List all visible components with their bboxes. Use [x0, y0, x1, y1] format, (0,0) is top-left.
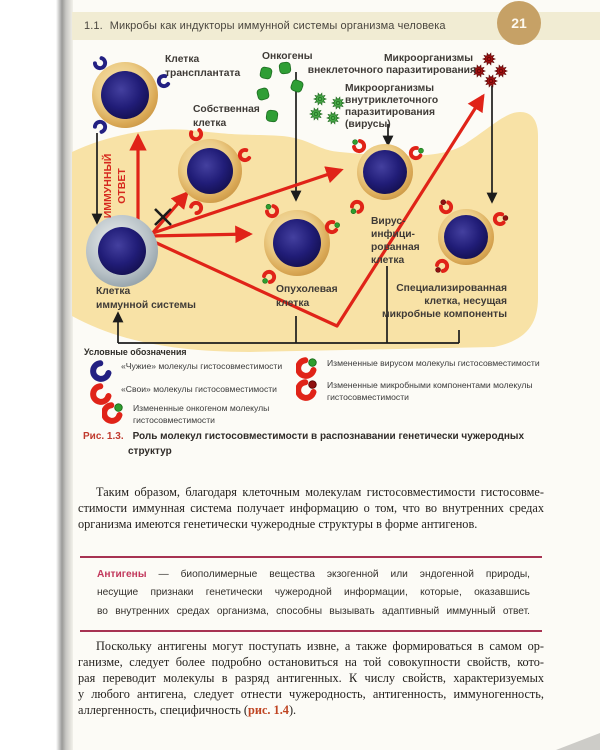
legend-item-oncogene-altered: Измененные онкогеном молекулы гистосовме…: [102, 402, 269, 426]
chapter-header-text: 1.1. Микробы как индукторы иммунной систе…: [72, 20, 446, 32]
red-c-green-dot-icon: [102, 402, 124, 424]
tumor-cell-label: клетка: [276, 298, 309, 309]
legend-item-self: «Свои» молекулы гистосовместимости: [90, 383, 277, 405]
virus-infected-cell-label: Вирус-: [371, 216, 406, 227]
legend-label: Измененные онкогеном молекулы: [133, 403, 270, 413]
immune-system-cell: [86, 215, 158, 287]
transplant-cell-label: трансплантата: [165, 68, 241, 79]
ray-to-tumor-cell: [149, 225, 253, 244]
text-line: рая переводит молекулы в разряд антигенн…: [78, 671, 544, 686]
virus-infected-cell-label: инфици-: [371, 228, 416, 240]
caption-text: структур: [128, 446, 172, 457]
foreign-molecule-icon: [92, 55, 110, 73]
page-number-badge: 21: [497, 1, 541, 45]
feedback-bracket: [112, 266, 460, 344]
immune-cell-label: Клетка: [96, 286, 130, 297]
text-line: ганизме, следует более подробно останови…: [78, 655, 544, 670]
specialized-cell-label: Специализированная: [396, 283, 507, 294]
transplant-cell-label: Клетка: [165, 54, 199, 65]
page-number: 21: [511, 15, 527, 31]
immune-response-label: ИММУННЫЙ: [101, 154, 114, 219]
definition-text: во внутренних средах организма, способны…: [97, 605, 530, 617]
definition-text: — биополимерные вещества экзогенной или …: [146, 569, 530, 580]
intracellular-microbes-label: (вирусы): [345, 119, 391, 130]
definition-text: несущие признаки генетически чужеродной …: [97, 587, 530, 599]
red-c-darkred-dot-icon: [296, 379, 318, 401]
figure-caption: Рис. 1.3. Роль молекул гистосовместимости…: [83, 429, 553, 459]
legend-label: Измененные вирусом молекулы гистосовмест…: [327, 358, 540, 368]
legend-label: «Свои» молекулы гистосовместимости: [121, 384, 277, 394]
ray-to-extracellular-microbes: [149, 93, 485, 328]
no-response-x-mark: [154, 208, 172, 226]
text-fragment: ).: [288, 703, 297, 718]
immune-response-label: ОТВЕТ: [116, 168, 128, 204]
figure-1-3-diagram: Клетка трансплантата Собственная клетка …: [72, 51, 538, 352]
own-cell-label: клетка: [193, 118, 226, 129]
legend-item-virus-altered: Измененные вирусом молекулы гистосовмест…: [296, 357, 540, 379]
green-virus-icons: [309, 92, 345, 125]
tumor-cell-label: Опухолевая: [276, 284, 338, 295]
black-arrows: [91, 72, 498, 225]
ray-to-own-cell: [148, 190, 189, 238]
figure-number: Рис. 1.3.: [83, 431, 124, 442]
legend-title: Условные обозначения: [84, 347, 187, 357]
virus-infected-cell-label: клетка: [371, 255, 404, 266]
virus-altered-molecule-icon: [350, 137, 367, 154]
own-cell-label: Собственная: [193, 103, 260, 115]
extracellular-microbes-label: внеклеточного паразитирования: [308, 65, 476, 76]
tumor-cell: [264, 210, 330, 276]
caption-text: Роль молекул гистосовместимости в распоз…: [132, 431, 525, 442]
red-c-green-dot-icon: [296, 357, 318, 379]
text-line: у любого антигена, следует отнести чужер…: [78, 687, 544, 702]
section-number: 1.1.: [84, 20, 103, 32]
book-binding-edge: [53, 0, 73, 750]
foreign-molecule-icon: [92, 117, 110, 135]
ray-to-virus-cell: [149, 166, 344, 236]
virus-infected-cell-label: рованная: [371, 242, 420, 253]
text-line: аллергенность, специфичность (рис. 1.4).: [78, 702, 544, 718]
body-paragraph-1: Таким образом, благодаря клеточным молек…: [78, 484, 544, 532]
definition-term: Антигены: [97, 569, 147, 580]
text-line: организма имеются генетически чужеродные…: [78, 517, 478, 532]
legend-item-microbe-altered: Измененные микробными компонентами молек…: [296, 379, 533, 403]
antigen-definition-box: Антигены — биополимерные вещества экзоге…: [80, 556, 542, 633]
text-line: стимости иммунная система получает инфор…: [78, 501, 544, 516]
intracellular-microbes-label: Микроорганизмы: [345, 83, 434, 94]
own-cell: [178, 139, 242, 203]
oncogenes-label: Онкогены: [262, 51, 313, 62]
oncogene-icons: [255, 61, 305, 123]
dark-red-microbe-icons: [472, 52, 508, 88]
text-fragment: аллергенность, специфичность (: [78, 703, 249, 718]
intracellular-microbes-label: паразитирования: [345, 107, 435, 118]
legend-label: «Чужие» молекулы гистосовместимости: [121, 361, 283, 371]
intracellular-microbes-label: внутриклеточного: [345, 95, 438, 106]
immune-cell-label: иммунной системы: [96, 300, 196, 311]
text-line: Таким образом, благодаря клеточным молек…: [96, 485, 544, 499]
blue-c-molecule-icon: [90, 360, 112, 382]
transplant-cell: [92, 62, 158, 128]
legend-label: гистосовместимости: [327, 392, 409, 402]
text-line: Поскольку антигены могут поступать извне…: [96, 639, 544, 653]
extracellular-microbes-label: Микроорганизмы: [384, 53, 473, 64]
legend-item-foreign: «Чужие» молекулы гистосовместимости: [90, 360, 282, 382]
legend-label: Измененные микробными компонентами молек…: [327, 380, 533, 390]
specialized-cell-label: клетка, несущая: [424, 296, 507, 307]
figure-reference: рис. 1.4: [248, 703, 289, 718]
body-paragraph-2: Поскольку антигены могут поступать извне…: [78, 638, 544, 718]
specialized-cell-label: микробные компоненты: [382, 308, 507, 320]
specialized-cell: [438, 209, 494, 265]
virus-infected-cell: [357, 144, 413, 200]
section-title: Микробы как индукторы иммунной системы о…: [109, 20, 446, 32]
legend-label: гистосовместимости: [133, 415, 215, 425]
